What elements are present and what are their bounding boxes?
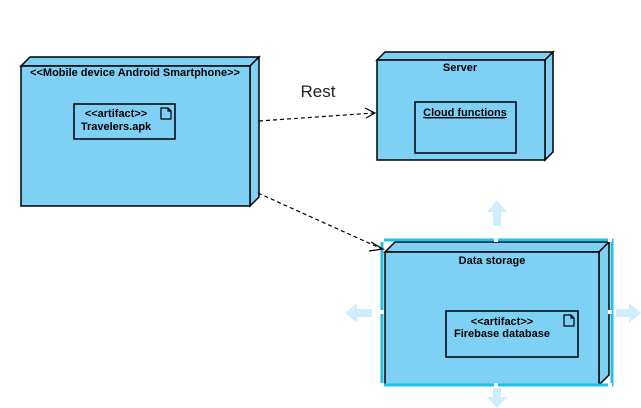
resize-arrow-right-icon[interactable] bbox=[616, 303, 641, 323]
resize-arrow-down-icon[interactable] bbox=[487, 388, 507, 408]
edge-mobile-to-server[interactable]: Rest bbox=[258, 82, 377, 122]
node-server-top-face bbox=[375, 51, 555, 61]
component-name: Cloud functions bbox=[423, 107, 507, 119]
node-mobile-title: <<Mobile device Android Smartphone>> bbox=[30, 67, 240, 79]
artifact-firebase-database[interactable]: <<artifact>> Firebase database bbox=[445, 310, 579, 358]
artifact-travelers-apk[interactable]: <<artifact>> Travelers.apk bbox=[73, 103, 176, 140]
artifact-stereotype: <<artifact>> bbox=[471, 316, 533, 328]
artifact-name: Travelers.apk bbox=[81, 121, 152, 133]
node-storage-side-face bbox=[598, 240, 610, 387]
node-data-storage[interactable]: Data storage <<artifact>> Firebase datab… bbox=[380, 238, 614, 387]
artifact-document-icon bbox=[160, 107, 172, 120]
resize-arrow-left-icon[interactable] bbox=[345, 303, 372, 323]
node-server-side-face bbox=[544, 50, 554, 162]
resize-arrow-up-icon[interactable] bbox=[487, 200, 507, 226]
component-cloud-functions[interactable]: Cloud functions bbox=[414, 101, 517, 154]
node-server-title: Server bbox=[443, 62, 478, 74]
node-mobile-side-face bbox=[249, 55, 260, 208]
artifact-document-icon bbox=[563, 314, 575, 327]
open-arrowhead-icon bbox=[368, 241, 385, 252]
node-mobile-top-face bbox=[19, 56, 261, 67]
selection-handles[interactable] bbox=[380, 238, 612, 387]
node-storage-title: Data storage bbox=[459, 255, 526, 267]
edge-mobile-to-storage[interactable] bbox=[257, 192, 385, 252]
open-arrowhead-icon bbox=[364, 107, 377, 119]
node-mobile-device[interactable]: <<Mobile device Android Smartphone>> <<a… bbox=[19, 55, 261, 208]
node-storage-top-face bbox=[383, 241, 611, 253]
artifact-stereotype: <<artifact>> bbox=[85, 108, 147, 120]
node-server[interactable]: Server Cloud functions bbox=[375, 50, 555, 162]
edge-label-rest: Rest bbox=[301, 82, 336, 101]
artifact-name: Firebase database bbox=[454, 328, 550, 340]
resize-hint-arrows[interactable] bbox=[345, 200, 641, 408]
